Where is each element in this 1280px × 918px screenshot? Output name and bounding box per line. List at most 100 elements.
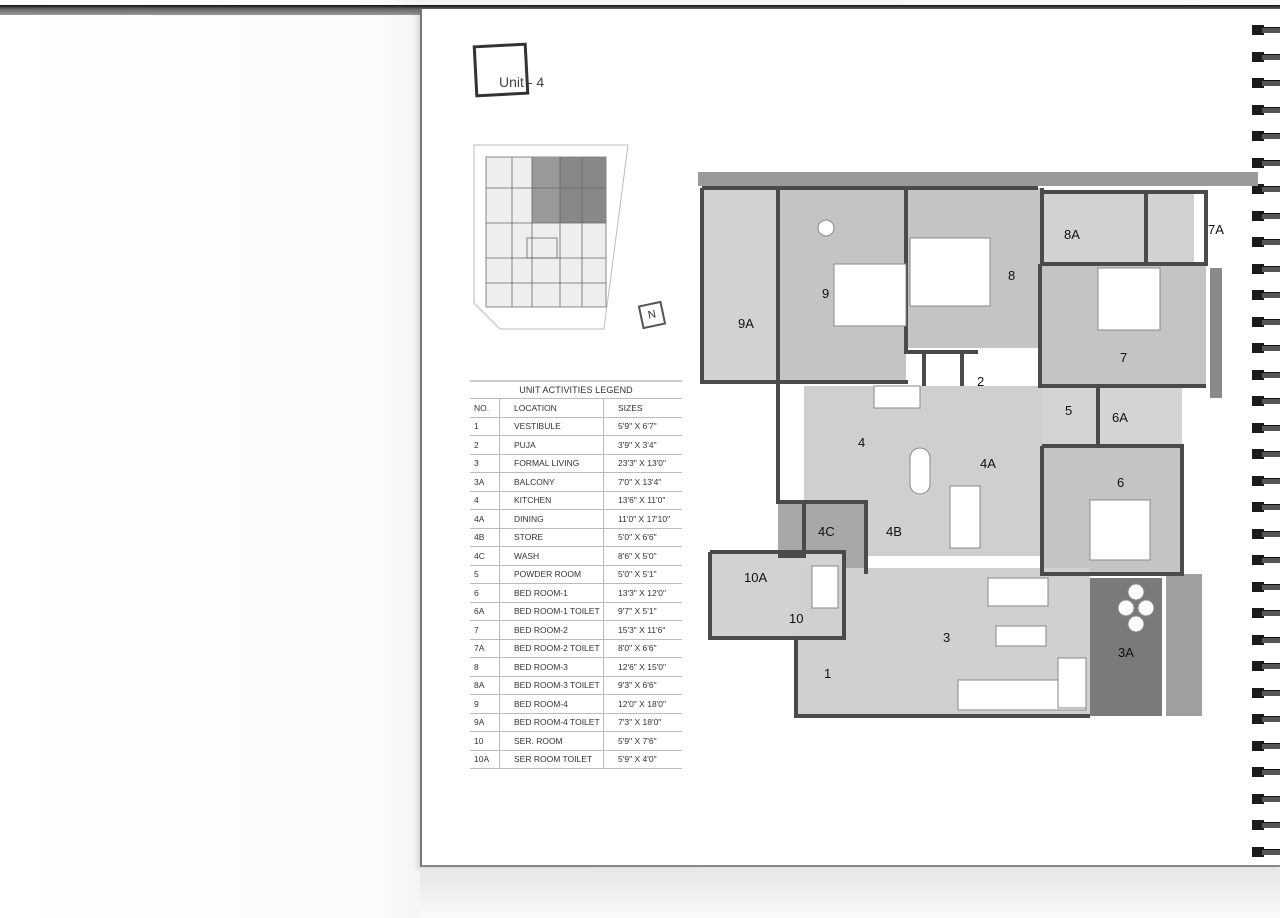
legend-no: 10A [470,750,500,768]
legend-size: 7'0" X 13'4" [618,476,662,487]
binding-ring-icon [1252,237,1280,247]
legend-no: 4 [470,491,500,509]
room-label-9: 9 [822,286,829,301]
legend-no: 6A [470,602,500,620]
binding-ring-icon [1252,793,1280,804]
room-label-10a: 10A [744,570,767,585]
binding-ring-icon [1252,846,1280,857]
page-shadow [420,868,1280,918]
legend-size: 9'3" X 6'6" [618,680,657,691]
binding-ring-icon [1252,475,1280,486]
legend-size: 5'9" X 4'0" [618,754,657,765]
legend-no: 2 [470,436,500,454]
binding-ring-icon [1252,820,1280,830]
legend-no: 8 [470,658,500,676]
legend-location: SER. ROOM [500,732,604,750]
binding-ring-icon [1252,396,1280,406]
legend-size: 5'0" X 6'6" [618,532,657,543]
room-label-4: 4 [858,435,865,450]
binding-ring-icon [1252,767,1280,777]
room-label-8a: 8A [1064,227,1080,242]
binding-ring-icon [1252,555,1280,565]
room-label-2: 2 [977,374,984,389]
legend-location: WASH [500,547,604,565]
legend-location: FORMAL LIVING [500,454,604,472]
binding-ring-icon [1252,290,1280,300]
legend-location: STORE [500,528,604,546]
legend-no: 8A [470,676,500,694]
room-label-1: 1 [824,666,831,681]
room-label-7: 7 [1120,350,1127,365]
legend-no: 10 [470,732,500,750]
legend-no: 4B [470,528,500,546]
legend-location: BED ROOM-4 TOILET [500,713,604,731]
legend-size: 12'6" X 15'0" [618,661,667,672]
key-plan [473,144,629,330]
legend-location: BED ROOM-1 TOILET [500,602,604,620]
binding-ring-icon [1252,608,1280,618]
binding-ring-icon [1252,422,1280,433]
legend-size: 13'3" X 12'0" [618,587,667,598]
binding-ring-icon [1252,343,1280,353]
room-label-9a: 9A [738,316,754,331]
legend-size: 5'0" X 5'1" [618,569,657,580]
legend-header-row: NO. LOCATION SIZES [470,399,682,418]
room-label-10: 10 [789,611,803,626]
legend-location: KITCHEN [500,491,604,509]
binding-ring-icon [1252,263,1280,274]
binding-ring-icon [1252,581,1280,592]
legend-size: 3'9" X 3'4" [618,439,657,450]
legend-size: 23'3" X 13'0" [618,458,667,469]
binding-ring-icon [1252,634,1280,645]
room-label-6: 6 [1117,475,1124,490]
floor-plan: 9 9A 8 8A 7A 7 2 5 6A 4 4A 6 4C 4B 10A 1… [698,172,1258,718]
legend-no: 6 [470,584,500,602]
legend-size: 7'3" X 18'0" [618,717,662,728]
legend-size: 12'0" X 18'0" [618,698,667,709]
spiral-binding [1252,25,1280,875]
legend-size: 5'9" X 6'7" [618,421,657,432]
legend-location: BED ROOM-1 [500,584,604,602]
legend-no: 9A [470,713,500,731]
header-no: NO. [470,399,500,417]
legend-no: 4A [470,510,500,528]
legend-location: SER ROOM TOILET [500,750,604,768]
binding-ring-icon [1252,25,1280,35]
room-label-4b: 4B [886,524,902,539]
room-label-3: 3 [943,630,950,645]
legend-no: 5 [470,565,500,583]
legend-no: 7 [470,621,500,639]
legend-size: 13'6" X 11'0" [618,495,666,506]
legend-location: POWDER ROOM [500,565,604,583]
legend-size: 8'6" X 5'0" [618,550,657,561]
binding-ring-icon [1252,661,1280,671]
legend-no: 1 [470,417,500,435]
room-label-4a: 4A [980,456,996,471]
binding-ring-icon [1252,184,1280,194]
legend-size: 11'0" X 17'10" [618,513,671,524]
legend-location: VESTIBULE [500,417,604,435]
binding-ring-icon [1252,104,1280,115]
binding-ring-icon [1252,78,1280,88]
legend-location: BALCONY [500,473,604,491]
legend-location: BED ROOM-3 TOILET [500,676,604,694]
room-label-6a: 6A [1112,410,1128,425]
north-arrow-icon: N [637,300,667,330]
binding-ring-icon [1252,714,1280,724]
legend-location: DINING [500,510,604,528]
legend-size: 9'7" X 5'1" [618,606,657,617]
header-location: LOCATION [500,399,604,417]
